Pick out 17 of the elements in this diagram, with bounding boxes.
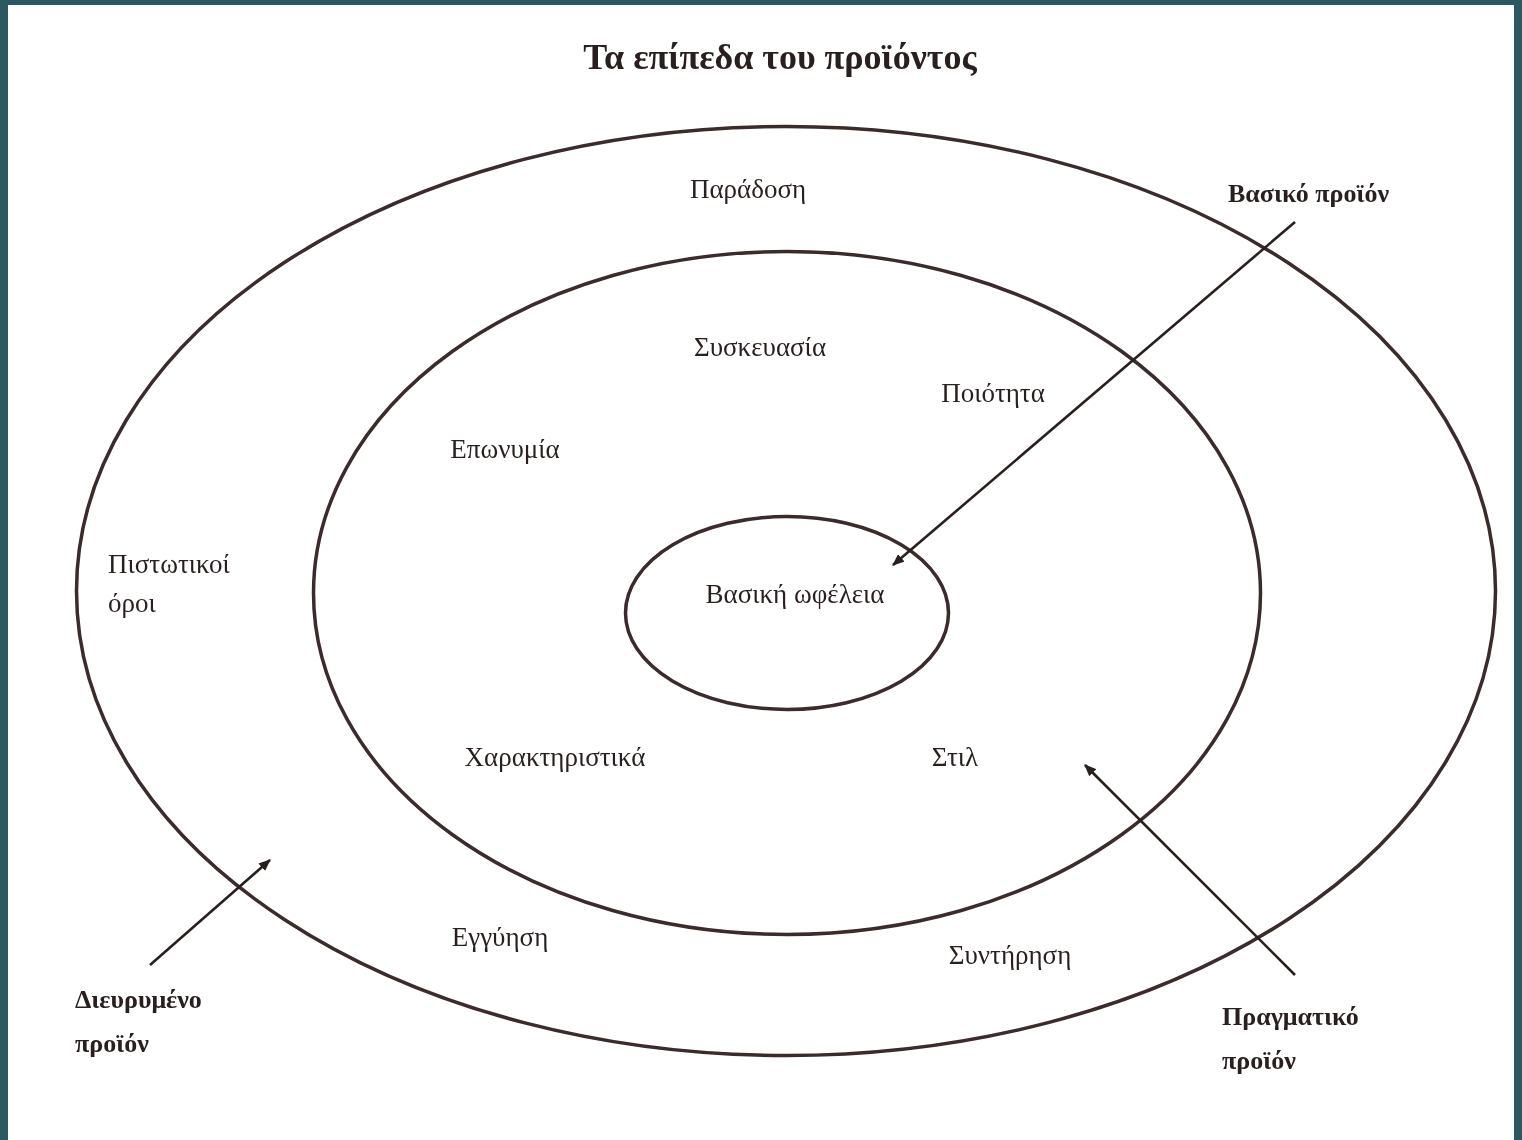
arrow	[892, 221, 1296, 566]
product-level-label: Βασικό προϊόν	[1228, 172, 1458, 217]
diagram-title: Τα επίπεδα του προϊόντος	[582, 36, 978, 78]
layer-label: Συσκευασία	[693, 331, 827, 364]
layer-label: Εγγύηση	[451, 921, 549, 954]
layer-label: Επωνυμία	[450, 433, 560, 466]
layer-label: Πιστωτικοί όροι	[108, 548, 231, 621]
product-level-label: Διευρυμένο προϊόν	[75, 978, 275, 1067]
layer-label: Συντήρηση	[948, 939, 1072, 972]
layer-label: Βασική ωφέλεια	[705, 578, 885, 611]
layer-label: Παράδοση	[689, 173, 807, 206]
arrow	[149, 859, 271, 966]
layer-label: Χαρακτηριστικά	[464, 741, 646, 774]
layer-label: Ποιότητα	[941, 377, 1045, 410]
arrow	[1084, 764, 1296, 976]
product-level-label: Πραγματικό προϊόν	[1222, 995, 1422, 1084]
layer-label: Στιλ	[931, 741, 979, 774]
